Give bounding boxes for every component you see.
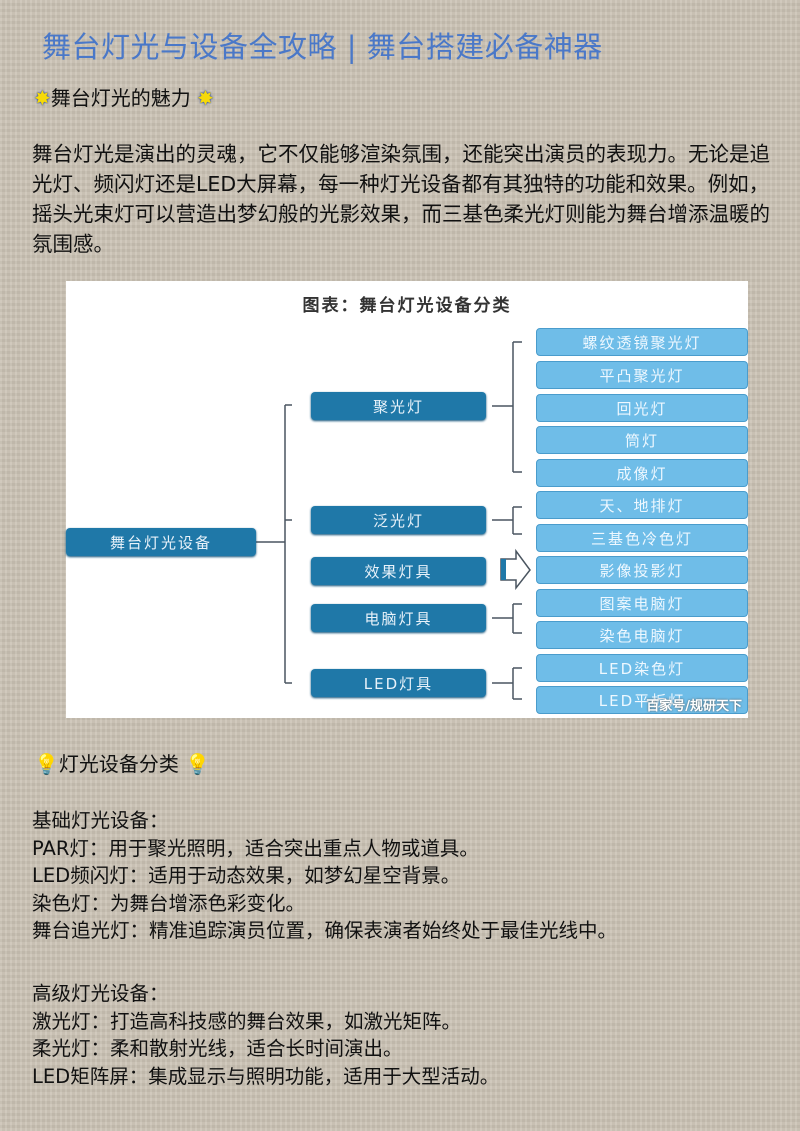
- category-node: 聚光灯: [311, 392, 486, 420]
- equipment-classification-diagram: 图表：舞台灯光设备分类 舞台灯光设备 聚光灯 泛光灯 效果灯具 电脑灯具 LED…: [66, 281, 748, 718]
- category-node: LED灯具: [311, 669, 486, 697]
- section-heading-categories: 💡灯光设备分类 💡: [34, 748, 210, 777]
- section-heading-charm: ✸舞台灯光的魅力 ✸: [34, 82, 214, 111]
- item-node: 影像投影灯: [536, 556, 748, 584]
- list-item: LED矩阵屏：集成显示与照明功能，适用于大型活动。: [32, 1064, 500, 1088]
- light-bulb-icon: 💡: [34, 752, 59, 776]
- item-node: 三基色冷色灯: [536, 524, 748, 552]
- diagram-title: 图表：舞台灯光设备分类: [302, 296, 512, 316]
- heading-text: 灯光设备分类: [58, 752, 179, 776]
- item-node: LED平板灯: [536, 686, 748, 714]
- item-node: 染色电脑灯: [536, 621, 748, 649]
- heading-text: 舞台灯光的魅力: [50, 86, 191, 110]
- sparkle-star-icon: ✸: [34, 86, 51, 110]
- root-node: 舞台灯光设备: [66, 528, 256, 556]
- category-node: 泛光灯: [311, 506, 486, 534]
- list-item: PAR灯：用于聚光照明，适合突出重点人物或道具。: [32, 836, 479, 860]
- item-node: 平凸聚光灯: [536, 361, 748, 389]
- watermark: 百家号/规研天下: [646, 699, 742, 714]
- list-heading: 基础灯光设备：: [32, 809, 169, 832]
- item-node: 回光灯: [536, 394, 748, 422]
- item-node: 螺纹透镜聚光灯: [536, 328, 748, 356]
- connector-lines: [256, 341, 531, 700]
- category-node: 电脑灯具: [311, 604, 486, 632]
- list-item: 染色灯：为舞台增添色彩变化。: [32, 891, 306, 915]
- list-heading: 高级灯光设备：: [32, 982, 169, 1005]
- item-node: 图案电脑灯: [536, 589, 748, 617]
- list-item: 柔光灯：柔和散射光线，适合长时间演出。: [32, 1037, 403, 1060]
- basic-equipment-list: 基础灯光设备： PAR灯：用于聚光照明，适合突出重点人物或道具。 LED频闪灯：…: [32, 807, 617, 945]
- list-item: 舞台追光灯：精准追踪演员位置，确保表演者始终处于最佳光线中。: [32, 919, 618, 942]
- item-node: 成像灯: [536, 459, 748, 487]
- item-node: 筒灯: [536, 426, 748, 454]
- light-bulb-icon: 💡: [185, 752, 211, 776]
- intro-paragraph: 舞台灯光是演出的灵魂，它不仅能够渲染氛围，还能突出演员的表现力。无论是追光灯、频…: [32, 142, 770, 256]
- item-node: LED染色灯: [536, 654, 748, 682]
- list-item: 激光灯：打造高科技感的舞台效果，如激光矩阵。: [32, 1009, 462, 1033]
- item-node: 天、地排灯: [536, 491, 748, 519]
- category-node: 效果灯具: [311, 557, 486, 585]
- sparkle-star-icon: ✸: [197, 86, 214, 110]
- advanced-equipment-list: 高级灯光设备： 激光灯：打造高科技感的舞台效果，如激光矩阵。 柔光灯：柔和散射光…: [32, 980, 499, 1090]
- list-item: LED频闪灯：适用于动态效果，如梦幻星空背景。: [32, 864, 461, 887]
- page-title: 舞台灯光与设备全攻略 | 舞台搭建必备神器: [42, 30, 603, 64]
